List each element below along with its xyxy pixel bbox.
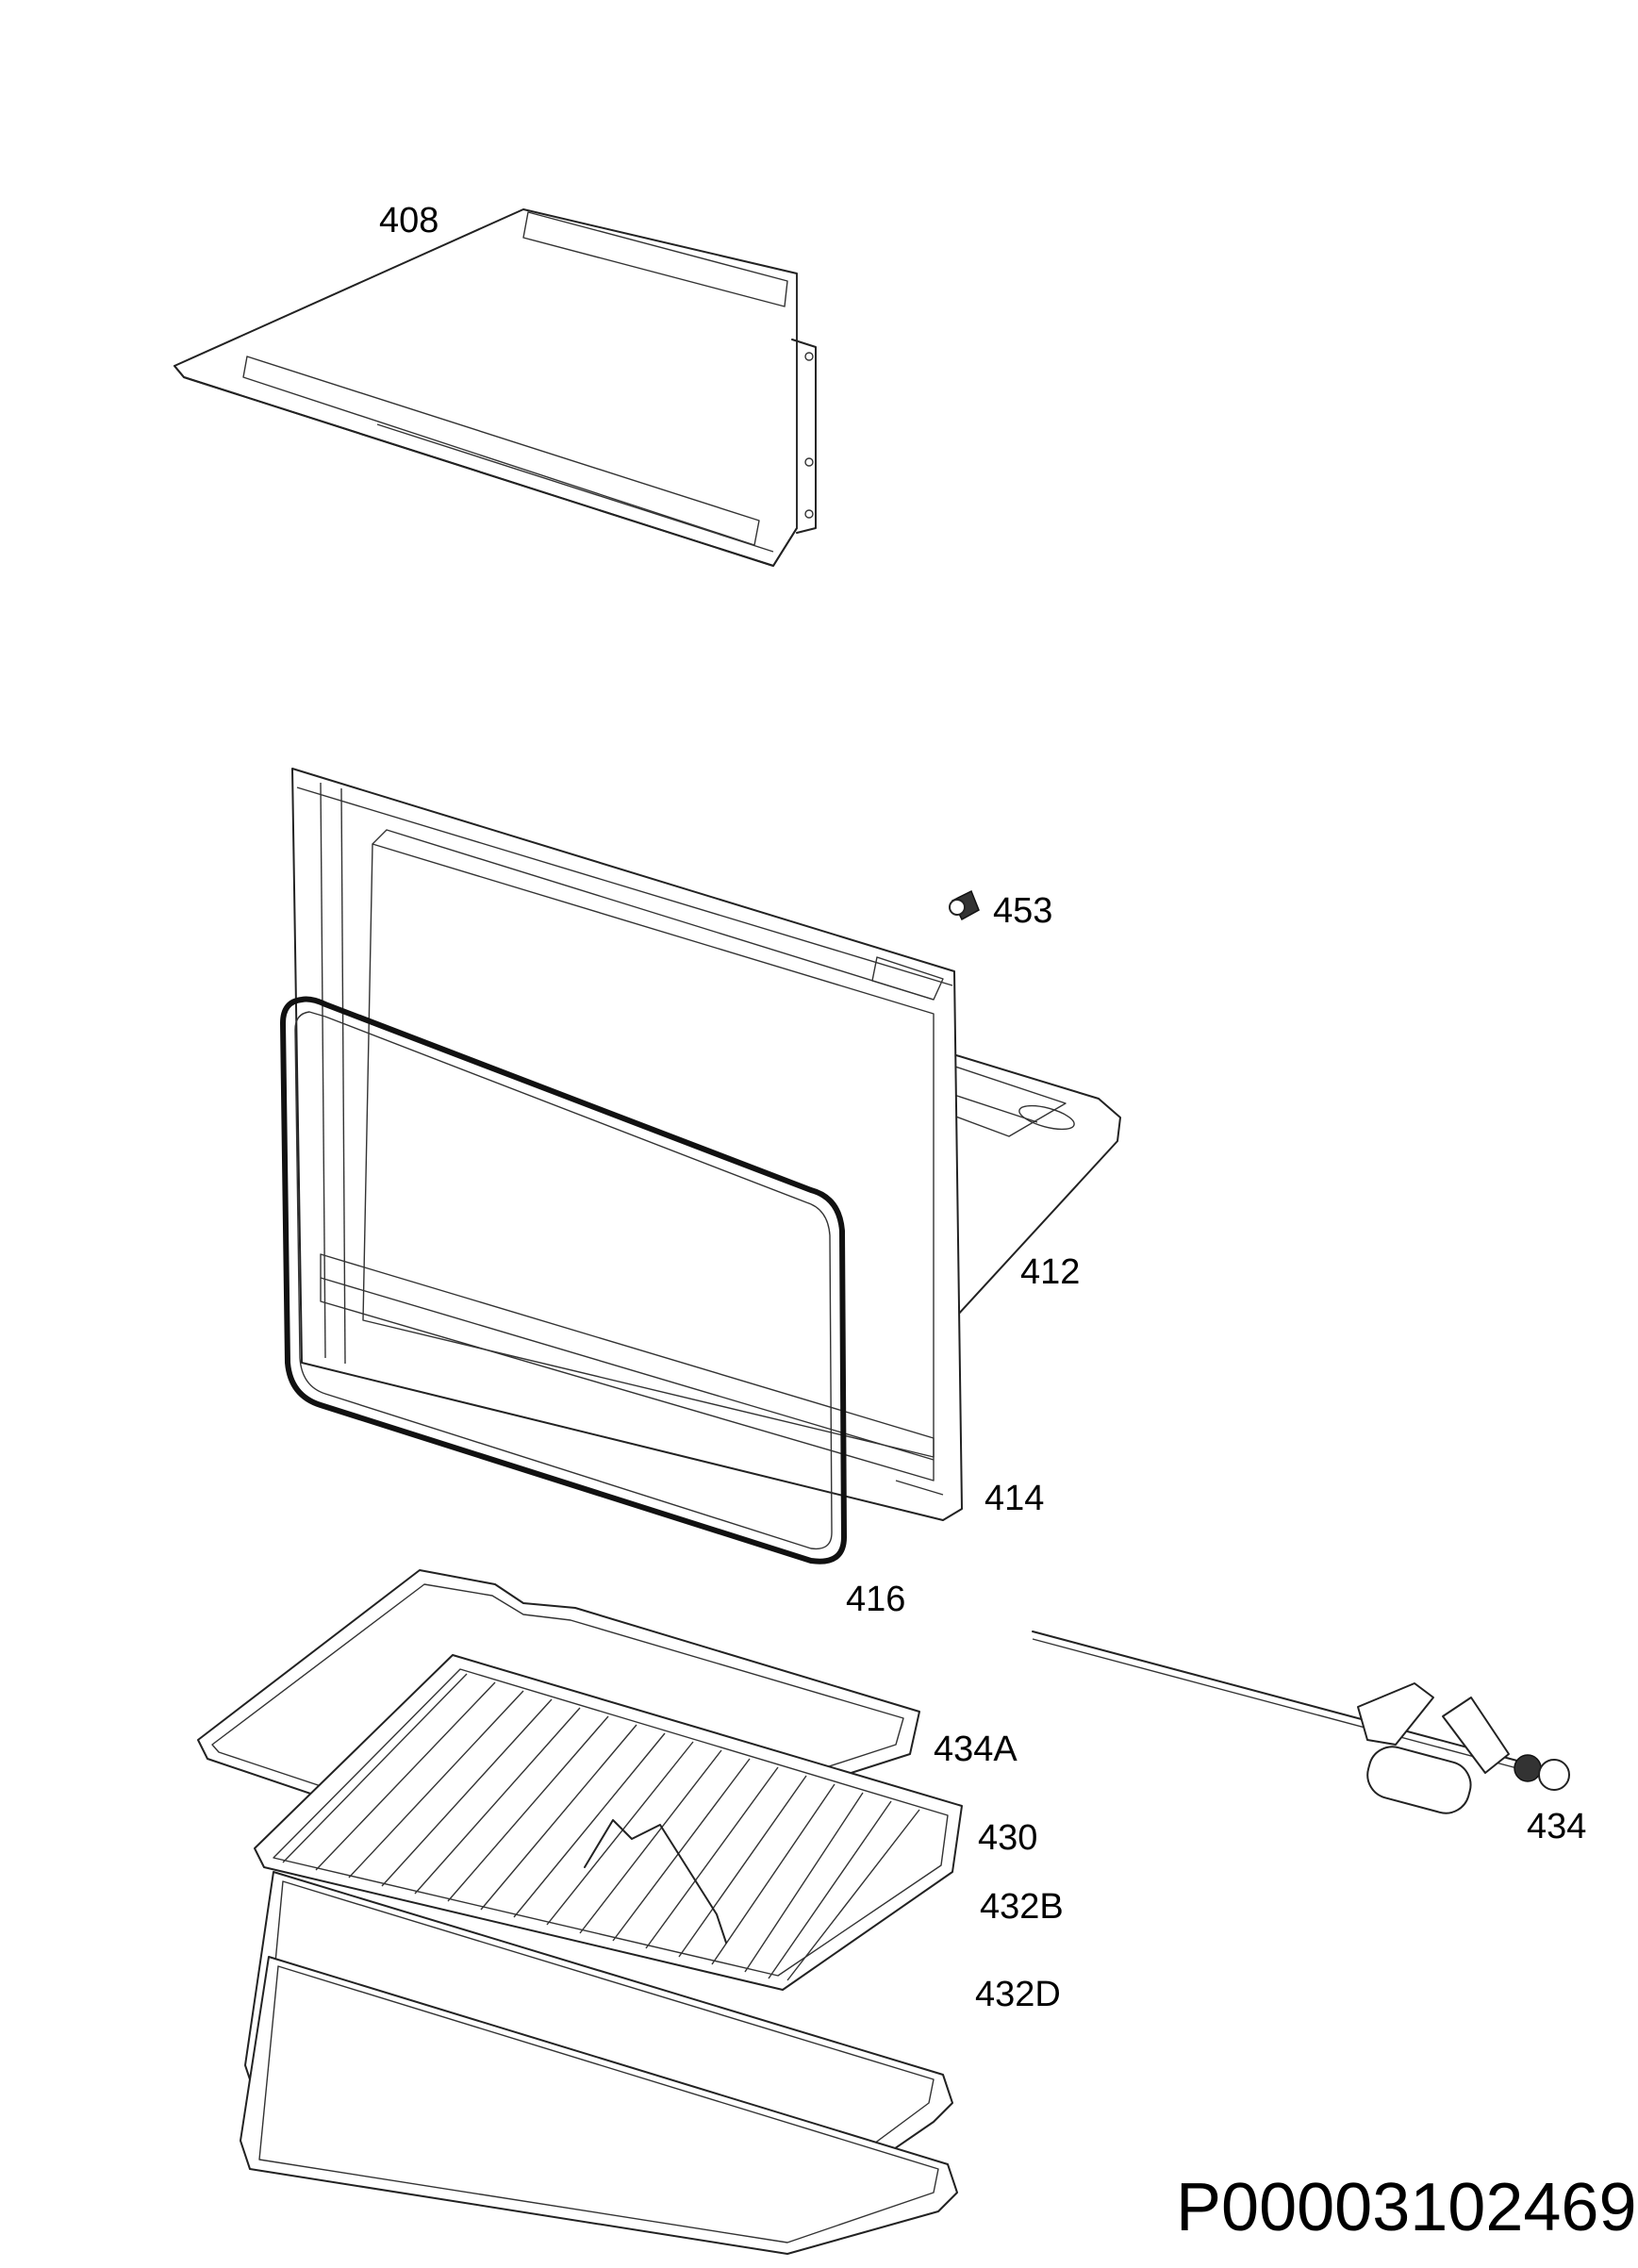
part-label-408: 408 (379, 201, 439, 240)
part-label-453: 453 (993, 891, 1053, 931)
part-453-fastener (949, 889, 980, 921)
part-label-432d: 432D (975, 1975, 1061, 2014)
part-414-door-frame (291, 768, 963, 1521)
part-432d-tray-deep (240, 1956, 958, 2255)
part-430-wire-shelf (254, 1654, 963, 1991)
part-label-430: 430 (978, 1818, 1038, 1858)
part-label-432b: 432B (980, 1887, 1064, 1927)
part-408-roof-cover (174, 208, 817, 567)
part-416-door-seal (280, 996, 847, 1564)
part-label-412: 412 (1020, 1252, 1081, 1292)
part-label-434: 434 (1527, 1807, 1587, 1846)
part-434-rotisserie-spit (1032, 1631, 1570, 1814)
document-code: P00003102469 (1176, 2170, 1637, 2245)
part-label-414: 414 (984, 1479, 1045, 1518)
part-label-434a: 434A (934, 1730, 1018, 1769)
part-label-416: 416 (846, 1580, 906, 1619)
